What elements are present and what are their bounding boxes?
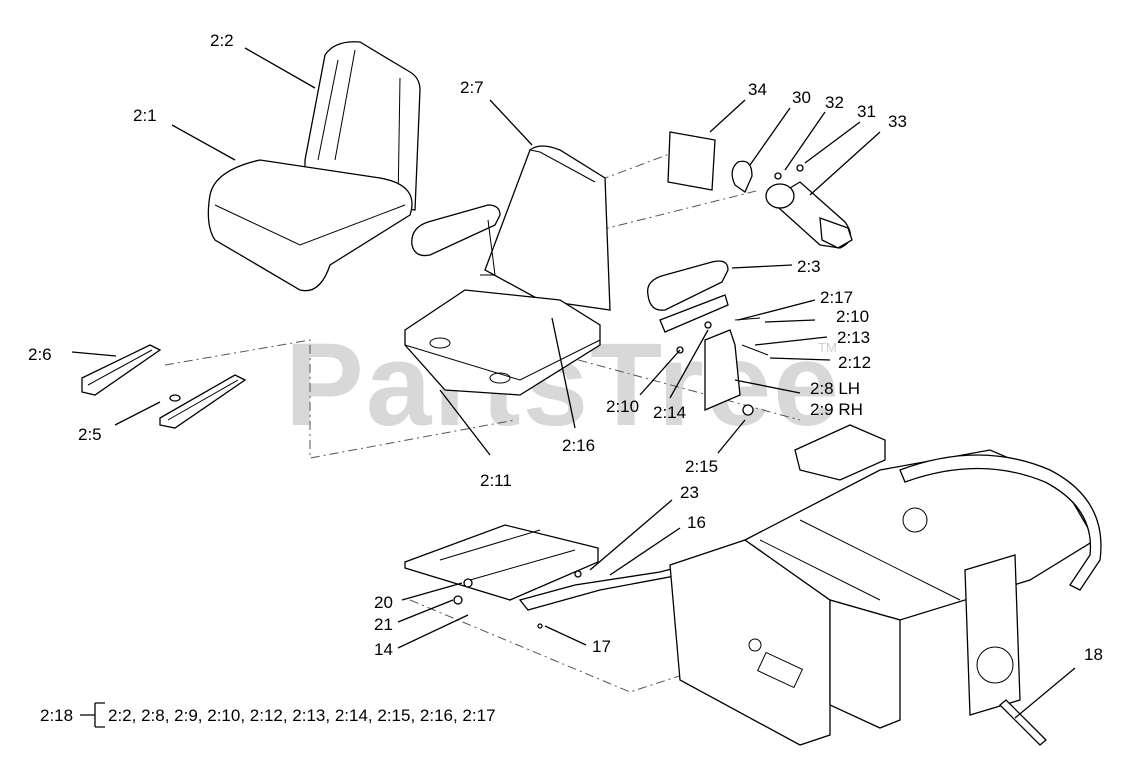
pin-17 — [537, 623, 543, 629]
kit-bracket — [80, 702, 105, 728]
clamp-30 — [731, 160, 753, 193]
frame-top-bracket — [794, 424, 886, 481]
kit-contents: 2:2, 2:8, 2:9, 2:10, 2:12, 2:13, 2:14, 2… — [108, 706, 496, 725]
callout-2-7: 2:7 — [460, 78, 484, 97]
callout-32: 32 — [825, 93, 844, 112]
callout-30: 30 — [792, 88, 811, 107]
callout-23: 23 — [680, 483, 699, 502]
kit-label: 2:18 — [40, 706, 73, 725]
mount-plate — [404, 524, 599, 601]
chassis-frame — [669, 424, 1102, 746]
callout-2-9-rh: 2:9 RH — [810, 400, 863, 419]
rail-2-6 — [81, 344, 162, 396]
nut-21 — [453, 595, 463, 605]
callout-2-17: 2:17 — [820, 288, 853, 307]
seat-cushion — [207, 159, 413, 292]
watermark-trademark: TM — [818, 340, 837, 355]
callout-20: 20 — [374, 593, 393, 612]
callout-21: 21 — [374, 615, 393, 634]
callout-14: 14 — [374, 640, 393, 659]
callout-18: 18 — [1084, 645, 1103, 664]
bolt-18 — [999, 699, 1047, 746]
callout-2-5: 2:5 — [78, 425, 102, 444]
leader-lines — [71, 47, 1076, 719]
callout-2-15: 2:15 — [685, 457, 718, 476]
callout-33: 33 — [888, 112, 907, 131]
frame-rail-loop — [899, 454, 1102, 591]
seat-back-panel — [484, 145, 611, 311]
seat-cushion-assembly — [207, 41, 421, 292]
seat-frame-assembly — [404, 145, 611, 396]
callout-2-2: 2:2 — [210, 31, 234, 50]
seat-backrest — [304, 41, 421, 211]
callout-2-3: 2:3 — [797, 257, 821, 276]
decal-34 — [667, 131, 716, 191]
seat-rails — [81, 344, 247, 429]
washer-20 — [463, 578, 473, 588]
callout-2-8-lh: 2:8 LH — [810, 379, 860, 398]
bracket-2-8 — [704, 329, 741, 411]
armrest-left — [411, 204, 501, 257]
seat-mount-assembly — [404, 524, 682, 629]
callout-2-10-upper: 2:10 — [836, 307, 869, 326]
armrest-right-assembly — [646, 260, 769, 416]
seat-pan — [404, 289, 601, 396]
callout-31: 31 — [857, 102, 876, 121]
screw-31 — [796, 164, 804, 172]
callout-labels: 2:2 2:1 2:7 34 30 32 31 33 2:3 2:17 2:10… — [28, 31, 1103, 664]
nut-32 — [774, 172, 782, 180]
armrest-pad-right — [646, 260, 729, 311]
bolt-2-15 — [742, 404, 754, 416]
clip-23 — [574, 570, 582, 578]
callout-2-6: 2:6 — [28, 345, 52, 364]
callout-34: 34 — [748, 80, 767, 99]
storage-tube-assembly — [667, 131, 853, 249]
callout-2-13: 2:13 — [837, 328, 870, 347]
callout-2-10-lower: 2:10 — [606, 397, 639, 416]
kit-callout: 2:18 2:2, 2:8, 2:9, 2:10, 2:12, 2:13, 2:… — [40, 702, 496, 728]
frame-side — [829, 599, 901, 729]
callout-2-14: 2:14 — [653, 403, 686, 422]
callout-2-1: 2:1 — [133, 106, 157, 125]
callout-2-16: 2:16 — [562, 436, 595, 455]
callout-17: 17 — [592, 637, 611, 656]
callout-16: 16 — [687, 513, 706, 532]
armrest-support — [659, 294, 729, 333]
frame-gearbox — [964, 554, 1021, 716]
callout-2-12: 2:12 — [838, 353, 871, 372]
callout-2-11: 2:11 — [480, 471, 512, 490]
